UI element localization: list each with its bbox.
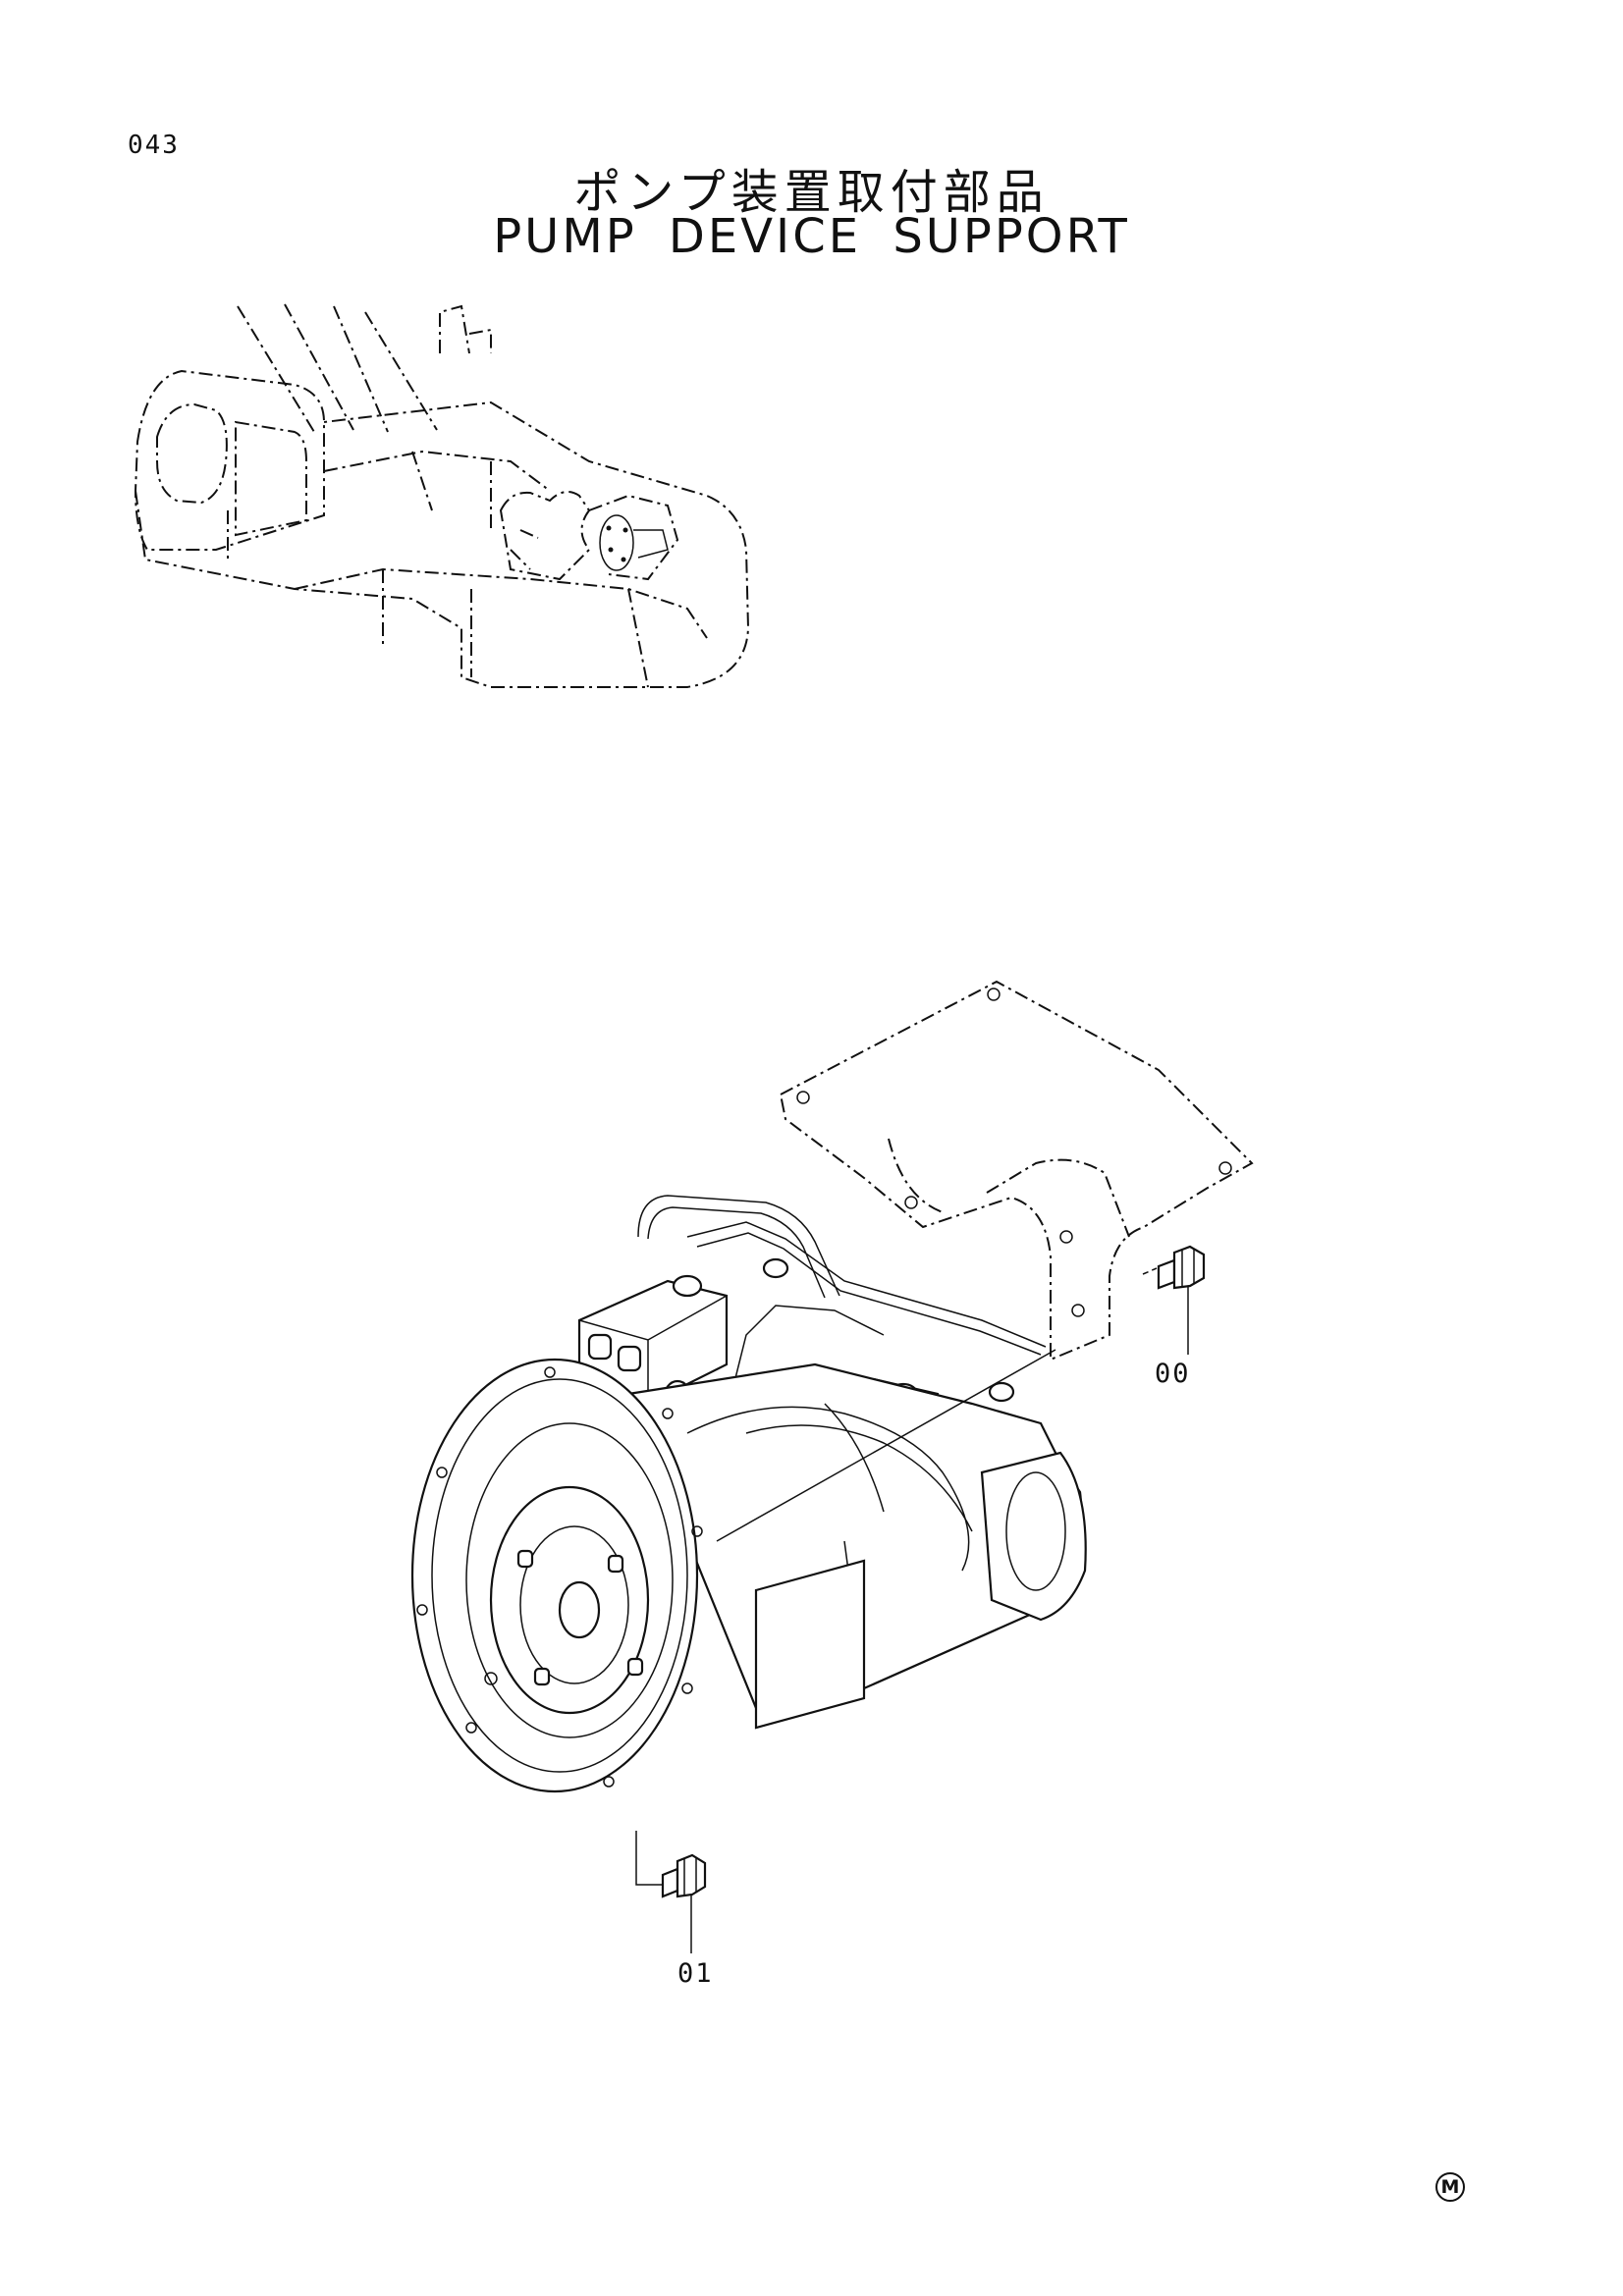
circled-m-mark: M [1435, 2172, 1465, 2202]
excavator-overview-drawing [134, 303, 750, 688]
pump-assembly-drawing [410, 980, 1254, 1793]
callout-00-label: 00 [1155, 1359, 1191, 1389]
bolt-01-drawing [635, 1831, 707, 1953]
bolt-00-drawing [1142, 1245, 1206, 1355]
callout-01-label: 01 [677, 1958, 714, 1989]
title-english: PUMP DEVICE SUPPORT [493, 209, 1130, 264]
title-japanese: ポンプ装置取付部品 [573, 165, 1050, 220]
page-number: 043 [128, 131, 180, 160]
